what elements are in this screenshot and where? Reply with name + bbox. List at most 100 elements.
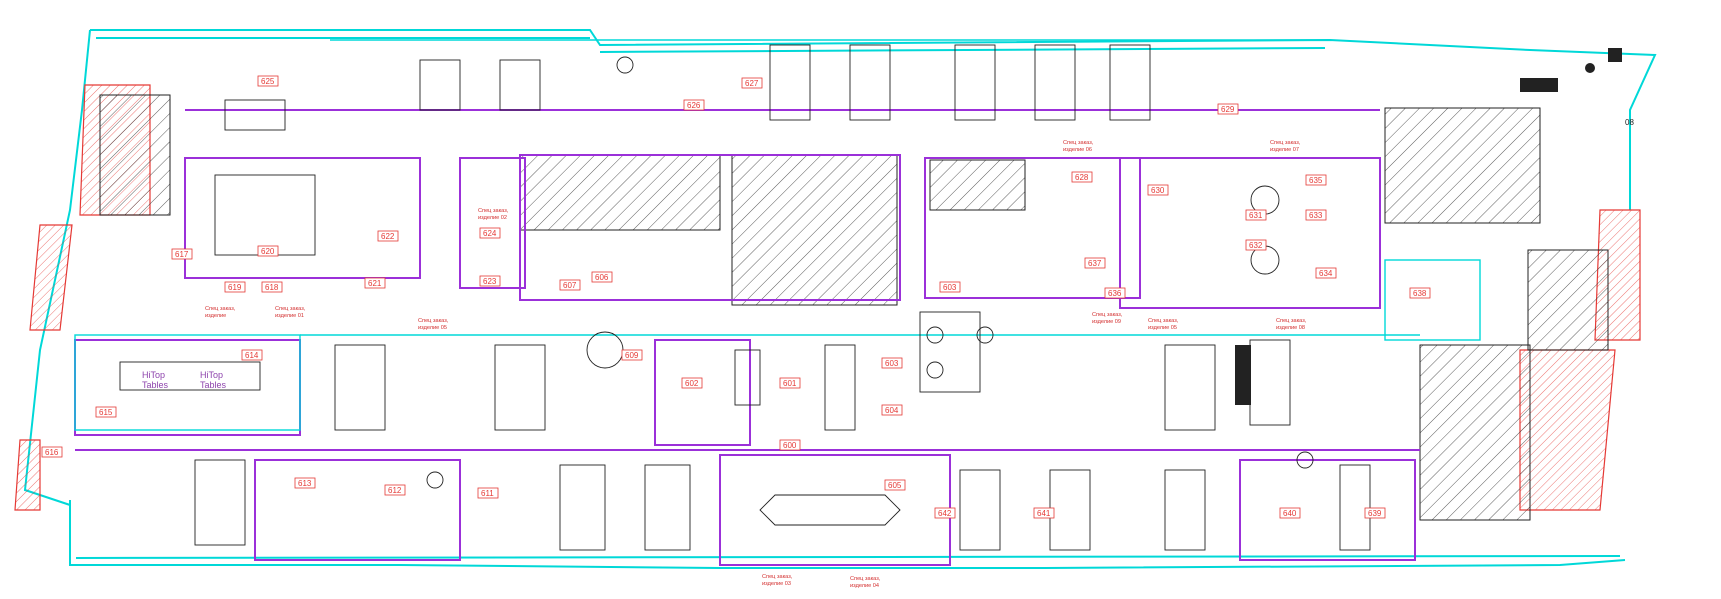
svg-text:635: 635 (1309, 176, 1323, 185)
room-label-624: 624 (479, 227, 501, 239)
room-label-625: 625 (257, 75, 279, 87)
svg-text:640: 640 (1283, 509, 1297, 518)
svg-text:611: 611 (481, 489, 494, 498)
note-06: Спец заказ,изделие 06 (1063, 140, 1094, 153)
room-label-634: 634 (1315, 267, 1337, 279)
room-label-607: 607 (559, 279, 581, 291)
svg-text:612: 612 (388, 486, 402, 495)
room-label-604: 604 (881, 404, 903, 416)
svg-text:602: 602 (685, 379, 699, 388)
room-label-631: 631 (1245, 209, 1267, 221)
glass-partitions (74, 39, 1481, 431)
svg-text:HiTop: HiTop (142, 370, 165, 380)
svg-text:630: 630 (1151, 186, 1165, 195)
svg-text:622: 622 (381, 232, 395, 241)
svg-text:613: 613 (298, 479, 312, 488)
svg-text:624: 624 (483, 229, 497, 238)
room-labels: 625 620 622 617 619 618 621 624 623 607 … (41, 75, 1634, 519)
outer-wall (23, 29, 1657, 569)
round-tables (426, 56, 1314, 489)
room-label-616: 616 (41, 446, 63, 458)
room-label-627: 627 (741, 77, 763, 89)
room-label-628: 628 (1071, 171, 1093, 183)
workstations (194, 44, 1371, 551)
svg-text:Спец заказ,: Спец заказ, (762, 574, 793, 580)
svg-text:617: 617 (175, 250, 189, 259)
svg-text:623: 623 (483, 277, 497, 286)
svg-text:642: 642 (938, 509, 952, 518)
svg-text:633: 633 (1309, 211, 1323, 220)
svg-text:605: 605 (888, 481, 902, 490)
svg-text:Tables: Tables (142, 380, 169, 390)
svg-text:621: 621 (368, 279, 382, 288)
svg-text:604: 604 (885, 406, 899, 415)
note-02: Спец заказ,изделие 02 (478, 208, 509, 221)
svg-text:Спец заказ,: Спец заказ, (1270, 140, 1301, 146)
svg-text:603: 603 (885, 359, 899, 368)
room-label-639: 639 (1364, 507, 1386, 519)
svg-text:601: 601 (783, 379, 797, 388)
svg-text:614: 614 (245, 351, 259, 360)
svg-text:626: 626 (687, 101, 701, 110)
svg-text:изделие 04: изделие 04 (850, 583, 879, 589)
room-label-612: 612 (384, 484, 406, 496)
svg-text:632: 632 (1249, 241, 1263, 250)
room-label-605: 605 (884, 479, 906, 491)
room-label-611: 611 (477, 487, 499, 499)
svg-text:618: 618 (265, 283, 279, 292)
svg-text:изделие 05: изделие 05 (1148, 325, 1177, 331)
note-08: Спец заказ,изделие 08 (1276, 318, 1307, 331)
room-label-626: 626 (683, 99, 705, 111)
room-label-636: 636 (1104, 287, 1126, 299)
room-label-609: 609 (621, 349, 643, 361)
note-01: Спец заказ,изделие 01 (275, 306, 306, 319)
svg-text:Tables: Tables (200, 380, 227, 390)
svg-text:изделие 06: изделие 06 (1063, 147, 1092, 153)
svg-text:619: 619 (228, 283, 242, 292)
room-label-630: 630 (1147, 184, 1169, 196)
note-09: Спец заказ,изделие 09 (1092, 312, 1123, 325)
special-order-notes: Спец заказ,изделие 02 Спец заказ,изделие… (205, 140, 1307, 589)
room-label-640: 640 (1279, 507, 1301, 519)
svg-text:Спец заказ,: Спец заказ, (205, 306, 236, 312)
svg-text:изделие 01: изделие 01 (275, 313, 304, 319)
room-label-614: 614 (241, 349, 263, 361)
note-03: Спец заказ,изделие 03 (762, 574, 793, 587)
svg-text:607: 607 (563, 281, 577, 290)
svg-text:Спец заказ,: Спец заказ, (1148, 318, 1179, 324)
svg-text:615: 615 (99, 408, 113, 417)
svg-text:Спец заказ,: Спец заказ, (850, 576, 881, 582)
service-cores (99, 94, 1609, 521)
svg-text:637: 637 (1088, 259, 1102, 268)
svg-text:628: 628 (1075, 173, 1089, 182)
room-label-602: 602 (681, 377, 703, 389)
room-label-601: 601 (779, 377, 801, 389)
note-top-left: Спец заказ,изделие (205, 306, 236, 319)
svg-text:603: 603 (943, 283, 957, 292)
svg-text:620: 620 (261, 247, 275, 256)
room-label-603b: 603 (881, 357, 903, 369)
svg-text:631: 631 (1249, 211, 1263, 220)
svg-text:600: 600 (783, 441, 797, 450)
svg-text:Спец заказ,: Спец заказ, (1063, 140, 1094, 146)
room-label-620: 620 (257, 245, 279, 257)
svg-text:изделие 03: изделие 03 (762, 581, 791, 587)
room-label-600: 600 (779, 439, 801, 451)
room-label-617: 617 (171, 248, 193, 260)
room-label-613: 613 (294, 477, 316, 489)
svg-text:616: 616 (45, 448, 59, 457)
svg-text:606: 606 (595, 273, 609, 282)
furniture-dark (1235, 48, 1622, 405)
hitop-labels: HiTop Tables HiTop Tables (142, 370, 227, 390)
room-label-619: 619 (224, 281, 246, 293)
svg-text:638: 638 (1413, 289, 1427, 298)
room-label-637: 637 (1084, 257, 1106, 269)
room-label-615: 615 (95, 406, 117, 418)
svg-text:625: 625 (261, 77, 275, 86)
svg-text:изделие 09: изделие 09 (1092, 319, 1121, 325)
room-label-632: 632 (1245, 239, 1267, 251)
room-label-629: 629 (1217, 103, 1239, 115)
svg-text:08: 08 (1625, 118, 1634, 127)
svg-text:изделие: изделие (205, 313, 226, 319)
note-05b: Спец заказ,изделие 05 (1148, 318, 1179, 331)
